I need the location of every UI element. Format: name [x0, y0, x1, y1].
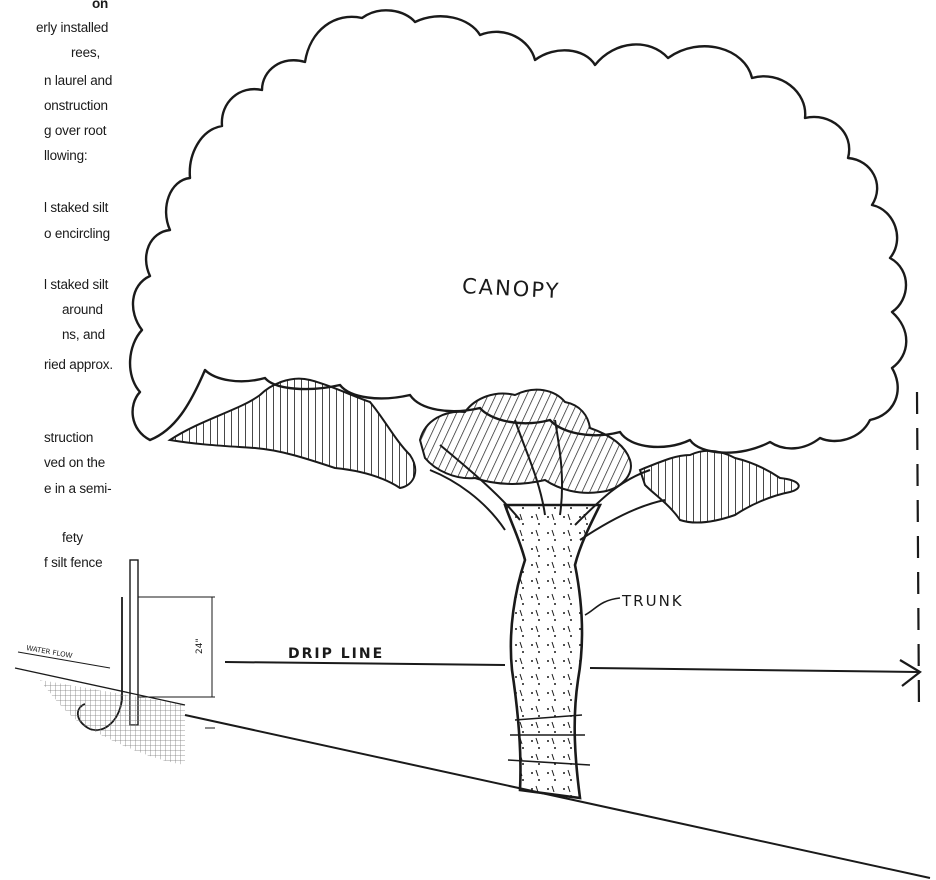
label-drip-line: DRIP LINE: [288, 646, 384, 662]
trunk-leader: [585, 598, 620, 615]
silt-fence-detail: [15, 560, 215, 765]
drip-line-left: [225, 662, 505, 665]
canopy-outline: [130, 10, 906, 452]
label-canopy: CANOPY: [462, 274, 561, 303]
trunk: [505, 505, 600, 798]
canopy-shade-right: [640, 451, 799, 523]
drip-line-arrowhead: [900, 660, 920, 686]
label-trunk: TRUNK: [621, 592, 684, 610]
canopy-shade-left: [170, 379, 415, 488]
drip-edge-dashed: [917, 392, 919, 712]
label-dimension: 24": [195, 638, 205, 654]
drip-line-right: [590, 668, 918, 672]
canopy-shade-center: [420, 390, 631, 493]
